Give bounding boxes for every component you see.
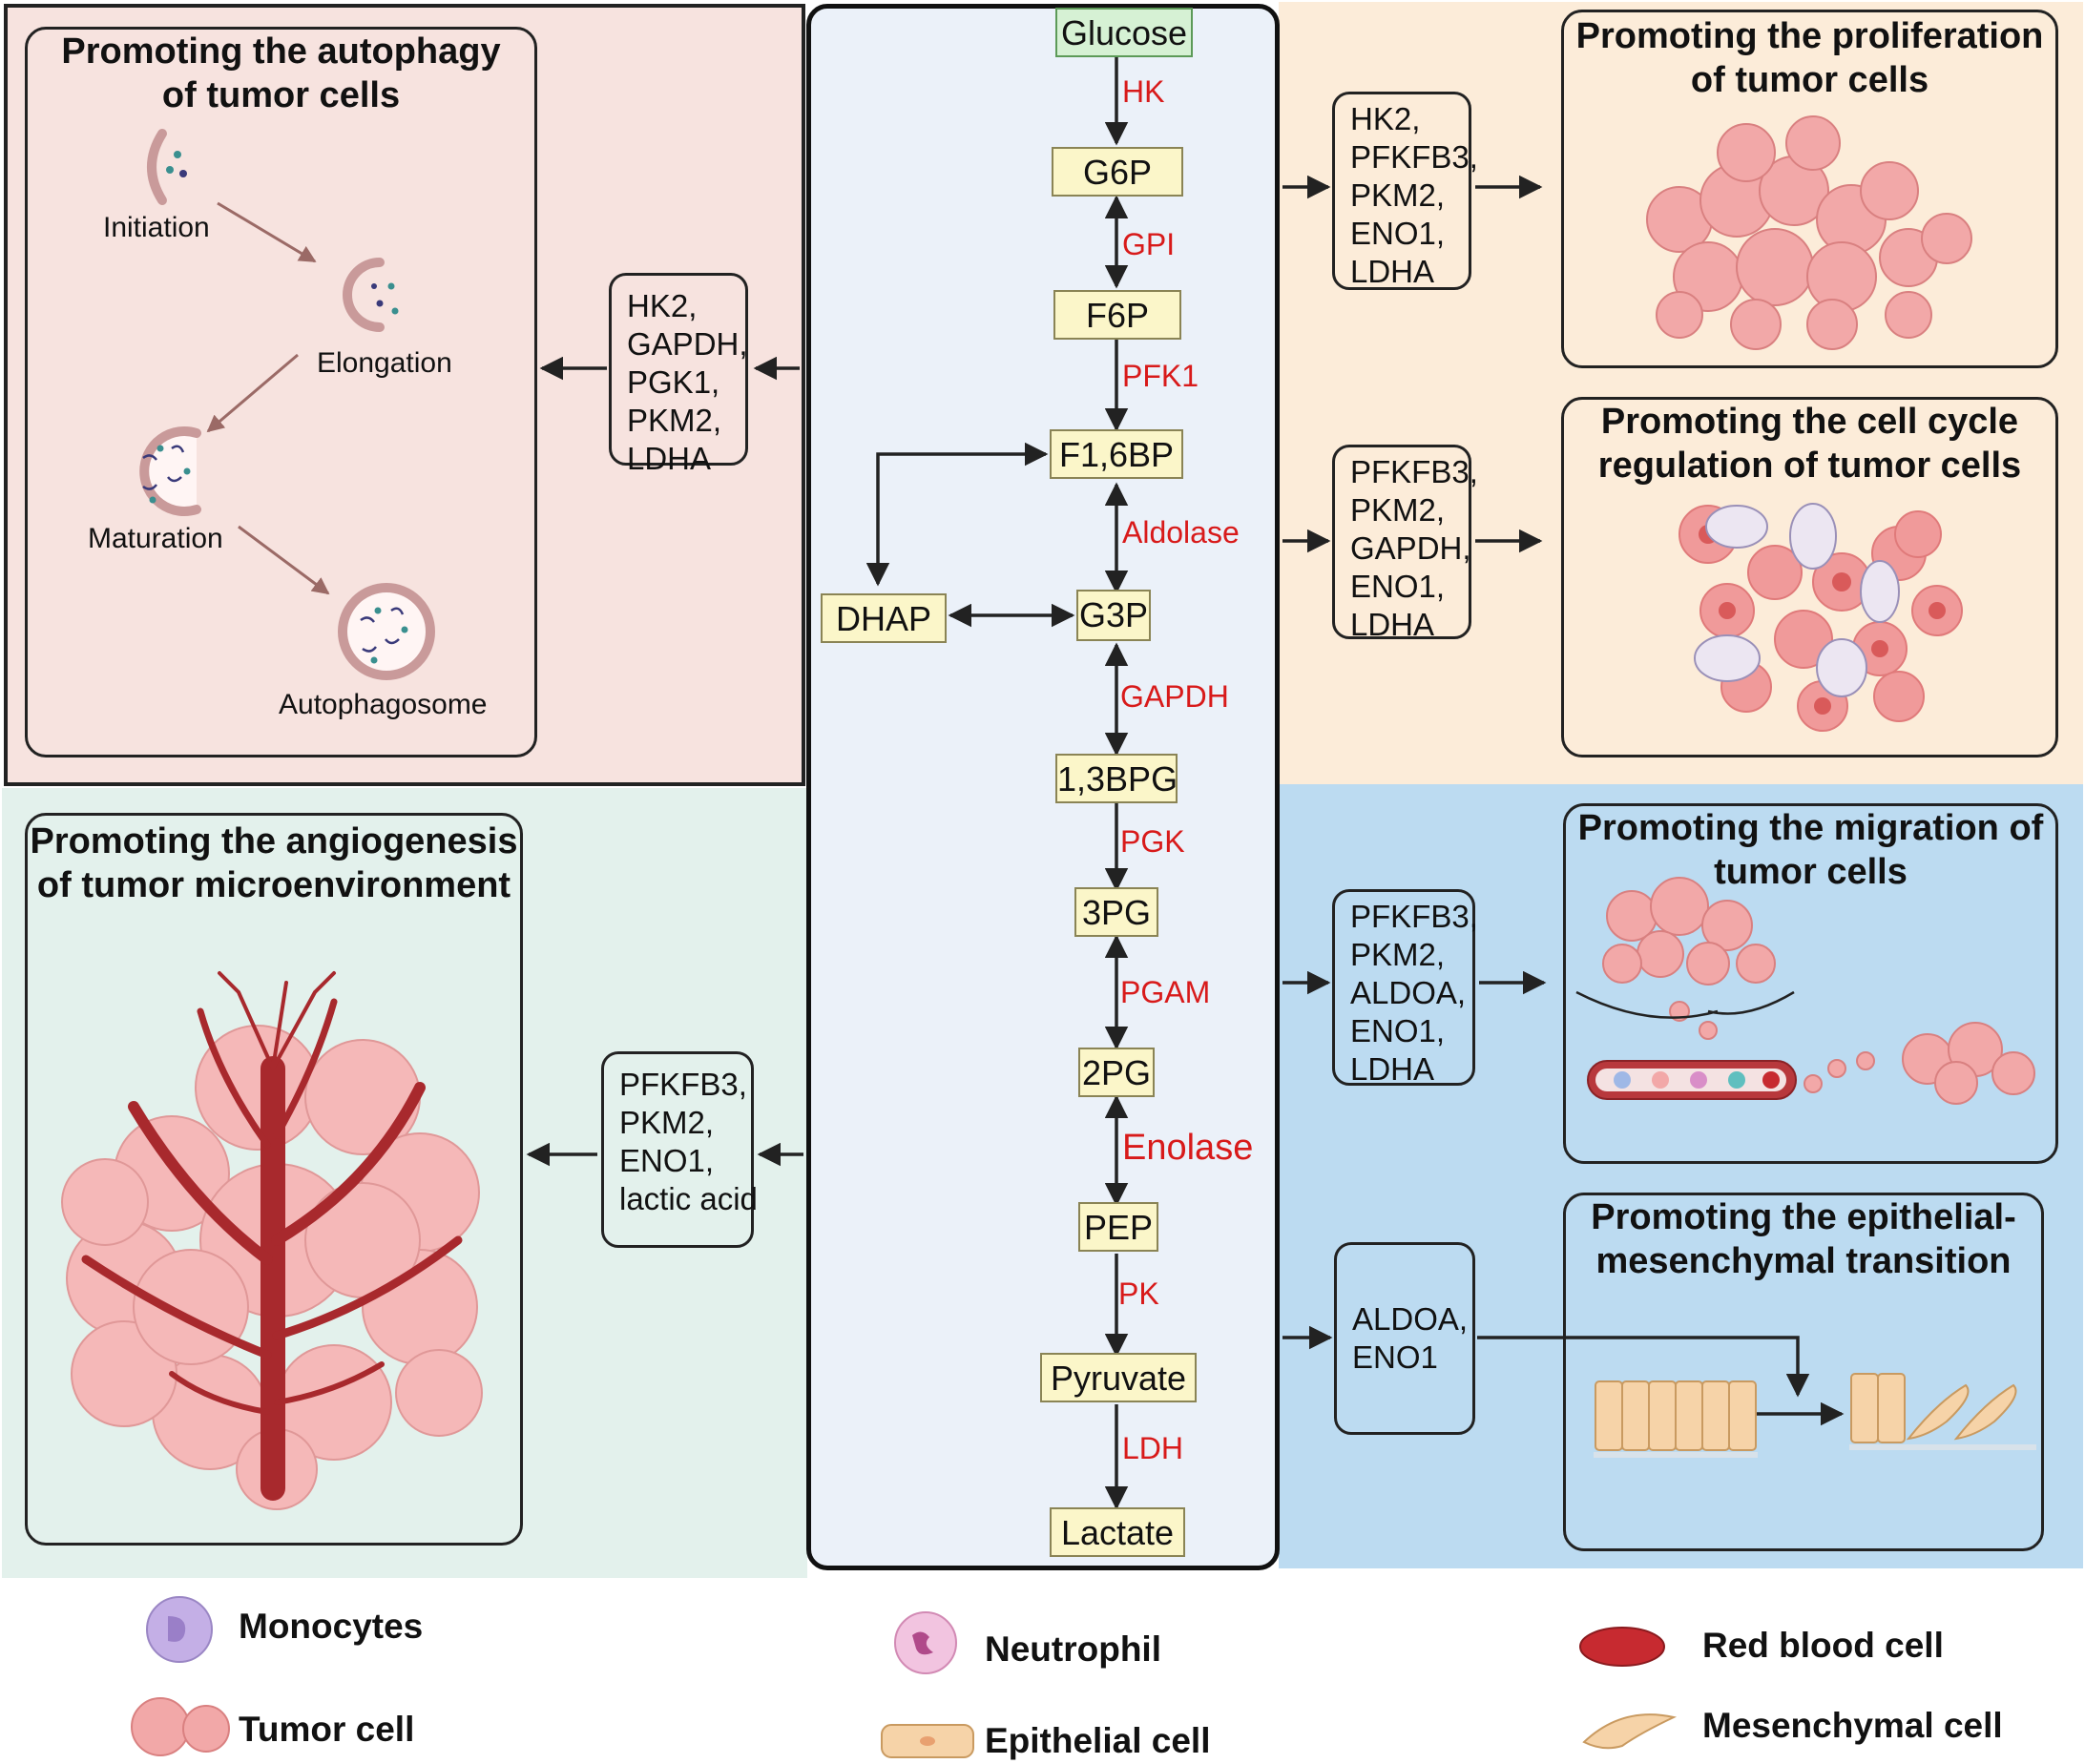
enzyme-aldolase: Aldolase — [1122, 515, 1240, 550]
emt-title: Promoting the epithelial- mesenchymal tr… — [1591, 1197, 2016, 1281]
gene-item: LDHA — [1350, 607, 1435, 642]
red-blood-cell-icon — [1579, 1627, 1665, 1667]
gene-item: PFKFB3, — [1350, 899, 1478, 934]
glycolysis-pathway-panel — [806, 4, 1280, 1570]
gene-item: PKM2, — [1350, 937, 1446, 972]
migration-card: Promoting the migration of tumor cells — [1563, 803, 2058, 1164]
gene-item: LDHA — [627, 441, 712, 476]
gene-item: lactic acid — [619, 1181, 758, 1216]
gene-item: PFKFB3, — [1350, 454, 1478, 489]
monocyte-icon — [146, 1596, 213, 1663]
metabolite-13bpg: 1,3BPG — [1055, 754, 1178, 803]
phagophore-icon — [147, 129, 187, 205]
gene-item: PFKFB3, — [619, 1067, 747, 1102]
arrow-f16bp-dhap — [865, 442, 1049, 587]
gene-item: GAPDH, — [1350, 530, 1471, 566]
epithelial-cell-icon — [881, 1724, 974, 1758]
gene-item: ALDOA, — [1352, 1301, 1469, 1337]
metabolite-g3p: G3P — [1076, 590, 1151, 641]
legend-neutrophil: Neutrophil — [985, 1629, 1161, 1669]
cellcycle-title: Promoting the cell cycle regulation of t… — [1597, 402, 2022, 486]
enzyme-pfk1: PFK1 — [1122, 359, 1199, 393]
legend-mesenchymal-cell: Mesenchymal cell — [1702, 1706, 2003, 1745]
enzyme-hk: HK — [1122, 74, 1165, 109]
elongation-icon — [343, 258, 399, 332]
arrow-emt-genes-transition — [1477, 1336, 1810, 1398]
legend-epithelial-cell: Epithelial cell — [985, 1721, 1211, 1760]
mesenchymal-cell-icon — [1582, 1713, 1678, 1750]
tumor-cell-icon — [131, 1697, 230, 1756]
legend-monocytes: Monocytes — [239, 1607, 424, 1646]
stage-initiation-label: Initiation — [103, 212, 210, 243]
gene-item: ALDOA, — [1350, 975, 1467, 1010]
angiogenesis-card: Promoting the angiogenesis of tumor micr… — [25, 813, 523, 1546]
stage-maturation-label: Maturation — [88, 523, 223, 554]
metabolite-pep: PEP — [1078, 1202, 1158, 1252]
autophagy-stage-arrows — [206, 201, 330, 595]
emt-illustration — [1594, 1373, 2036, 1458]
enzyme-gpi: GPI — [1122, 227, 1176, 261]
gene-item: LDHA — [1350, 1051, 1435, 1087]
neutrophil-icon — [894, 1611, 957, 1674]
dividing-tumor-cells-illustration — [1678, 503, 1963, 732]
gene-item: PKM2, — [619, 1105, 715, 1140]
enzyme-ldh: LDH — [1122, 1431, 1184, 1465]
metabolite-lactate: Lactate — [1050, 1507, 1185, 1557]
metabolite-f6p: F6P — [1053, 290, 1181, 340]
metabolite-dhap: DHAP — [821, 593, 947, 643]
stage-elongation-label: Elongation — [317, 347, 452, 379]
metabolite-pyruvate: Pyruvate — [1040, 1353, 1197, 1402]
gene-item: ENO1, — [1350, 1013, 1446, 1048]
emt-gene-list: ALDOA, ENO1 — [1334, 1242, 1475, 1435]
autophagy-gene-list: HK2, GAPDH, PGK1, PKM2, LDHA — [609, 273, 748, 476]
proliferation-gene-list: HK2, PFKFB3, PKM2, ENO1, LDHA — [1332, 92, 1478, 290]
metabolite-glucose: Glucose — [1055, 8, 1193, 57]
gene-item: HK2, — [627, 288, 698, 323]
cellcycle-card: Promoting the cell cycle regulation of t… — [1561, 397, 2058, 757]
gene-item: PGK1, — [627, 364, 720, 400]
enzyme-pgam: PGAM — [1120, 975, 1211, 1009]
emt-card: Promoting the epithelial- mesenchymal tr… — [1563, 1193, 2044, 1551]
gene-item: PKM2, — [1350, 177, 1446, 213]
gene-item: HK2, — [1350, 101, 1421, 136]
enzyme-pk: PK — [1118, 1276, 1159, 1311]
gene-item: ENO1 — [1352, 1339, 1438, 1375]
autophagy-card: Promoting the autophagy of tumor cells — [25, 27, 537, 757]
proliferation-panel — [1279, 2, 2083, 784]
gene-item: PKM2, — [627, 403, 722, 438]
angiogenesis-illustration — [61, 971, 483, 1510]
proliferation-title: Promoting the proliferation of tumor cel… — [1575, 16, 2044, 100]
autophagy-title: Promoting the autophagy of tumor cells — [61, 31, 501, 115]
cellcycle-gene-list: PFKFB3, PKM2, GAPDH, ENO1, LDHA — [1332, 445, 1478, 642]
legend-tumor-cell: Tumor cell — [239, 1710, 415, 1749]
tumor-mass-illustration — [1646, 115, 1972, 350]
migration-gene-list: PFKFB3, PKM2, ALDOA, ENO1, LDHA — [1332, 889, 1478, 1087]
metabolite-2pg: 2PG — [1078, 1048, 1155, 1097]
migration-title: Promoting the migration of tumor cells — [1577, 808, 2044, 892]
proliferation-card: Promoting the proliferation of tumor cel… — [1561, 10, 2058, 368]
metabolite-3pg: 3PG — [1074, 887, 1158, 937]
gene-item: LDHA — [1350, 254, 1435, 289]
enzyme-enolase: Enolase — [1122, 1128, 1254, 1168]
metabolite-f16bp: F1,6BP — [1050, 429, 1183, 479]
legend-red-blood-cell: Red blood cell — [1702, 1626, 1944, 1665]
angiogenesis-gene-list: PFKFB3, PKM2, ENO1, lactic acid — [601, 1051, 758, 1248]
angiogenesis-title: Promoting the angiogenesis of tumor micr… — [30, 821, 518, 905]
stage-autophagosome-label: Autophagosome — [279, 689, 488, 720]
gene-item: GAPDH, — [627, 326, 748, 362]
enzyme-gapdh: GAPDH — [1120, 679, 1229, 714]
gene-item: ENO1, — [1350, 569, 1446, 604]
gene-item: PFKFB3, — [1350, 139, 1478, 175]
metabolite-g6p: G6P — [1052, 147, 1183, 197]
enzyme-pgk: PGK — [1120, 824, 1185, 859]
maturation-icon — [139, 426, 201, 516]
gene-item: ENO1, — [619, 1143, 715, 1178]
gene-item: ENO1, — [1350, 216, 1446, 251]
migrating-tumor-illustration — [1575, 877, 2035, 1105]
gene-item: PKM2, — [1350, 492, 1446, 528]
autophagosome-icon — [338, 583, 435, 680]
